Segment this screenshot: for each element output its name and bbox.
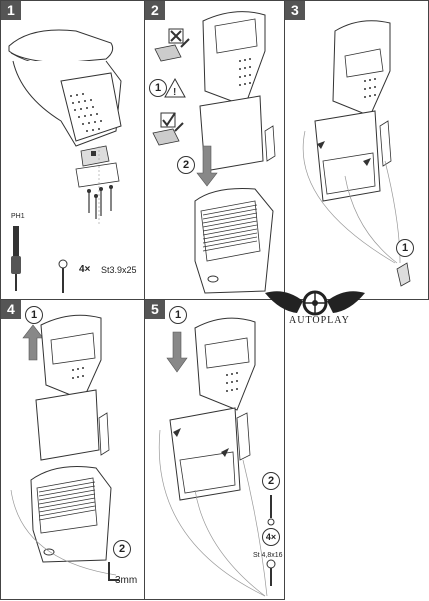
brand-logo: AUTOPLAY: [255, 285, 375, 330]
callout-1: 1: [25, 306, 43, 324]
screw-count-badge: 4×: [262, 528, 280, 546]
step-3-panel: 3 1: [284, 0, 429, 300]
callout-1: 1: [169, 306, 187, 324]
step-4-panel: 4 1 2 3mm: [0, 299, 145, 600]
callout-1: 1: [396, 239, 414, 257]
brand-name: AUTOPLAY: [289, 315, 350, 326]
screw-spec: St3.9x25: [101, 265, 137, 275]
callout-1: 1: [149, 79, 167, 97]
screw-icon: [58, 259, 68, 293]
step-2-illustration: !: [152, 11, 276, 294]
step-5-panel: 5 1 2 4× St 4,8x16: [144, 299, 285, 600]
step-5-illustration: [158, 317, 276, 597]
step-number: 4: [1, 300, 21, 319]
callout-2: 2: [113, 540, 131, 558]
screwdriver-icon: [11, 226, 21, 291]
callout-2: 2: [177, 156, 195, 174]
armrest-exploded-illustration: [8, 29, 122, 293]
step-4-illustration: [10, 314, 119, 581]
step-number: 2: [145, 1, 165, 20]
step-2-panel: 2 !: [144, 0, 285, 300]
screwdriver-label: PH1: [11, 213, 25, 220]
step-number: 3: [285, 1, 305, 20]
screw-spec: St 4,8x16: [253, 552, 283, 559]
winged-wheel-logo-icon: [265, 290, 365, 316]
step-1-panel: 1: [0, 0, 145, 300]
step-number: 5: [145, 300, 165, 319]
allen-size: 3mm: [115, 575, 138, 586]
step-3-illustration: [302, 20, 411, 287]
svg-text:!: !: [173, 87, 176, 98]
screw-count: 4×: [79, 264, 91, 275]
step-number: 1: [1, 1, 21, 20]
callout-2: 2: [262, 472, 280, 490]
